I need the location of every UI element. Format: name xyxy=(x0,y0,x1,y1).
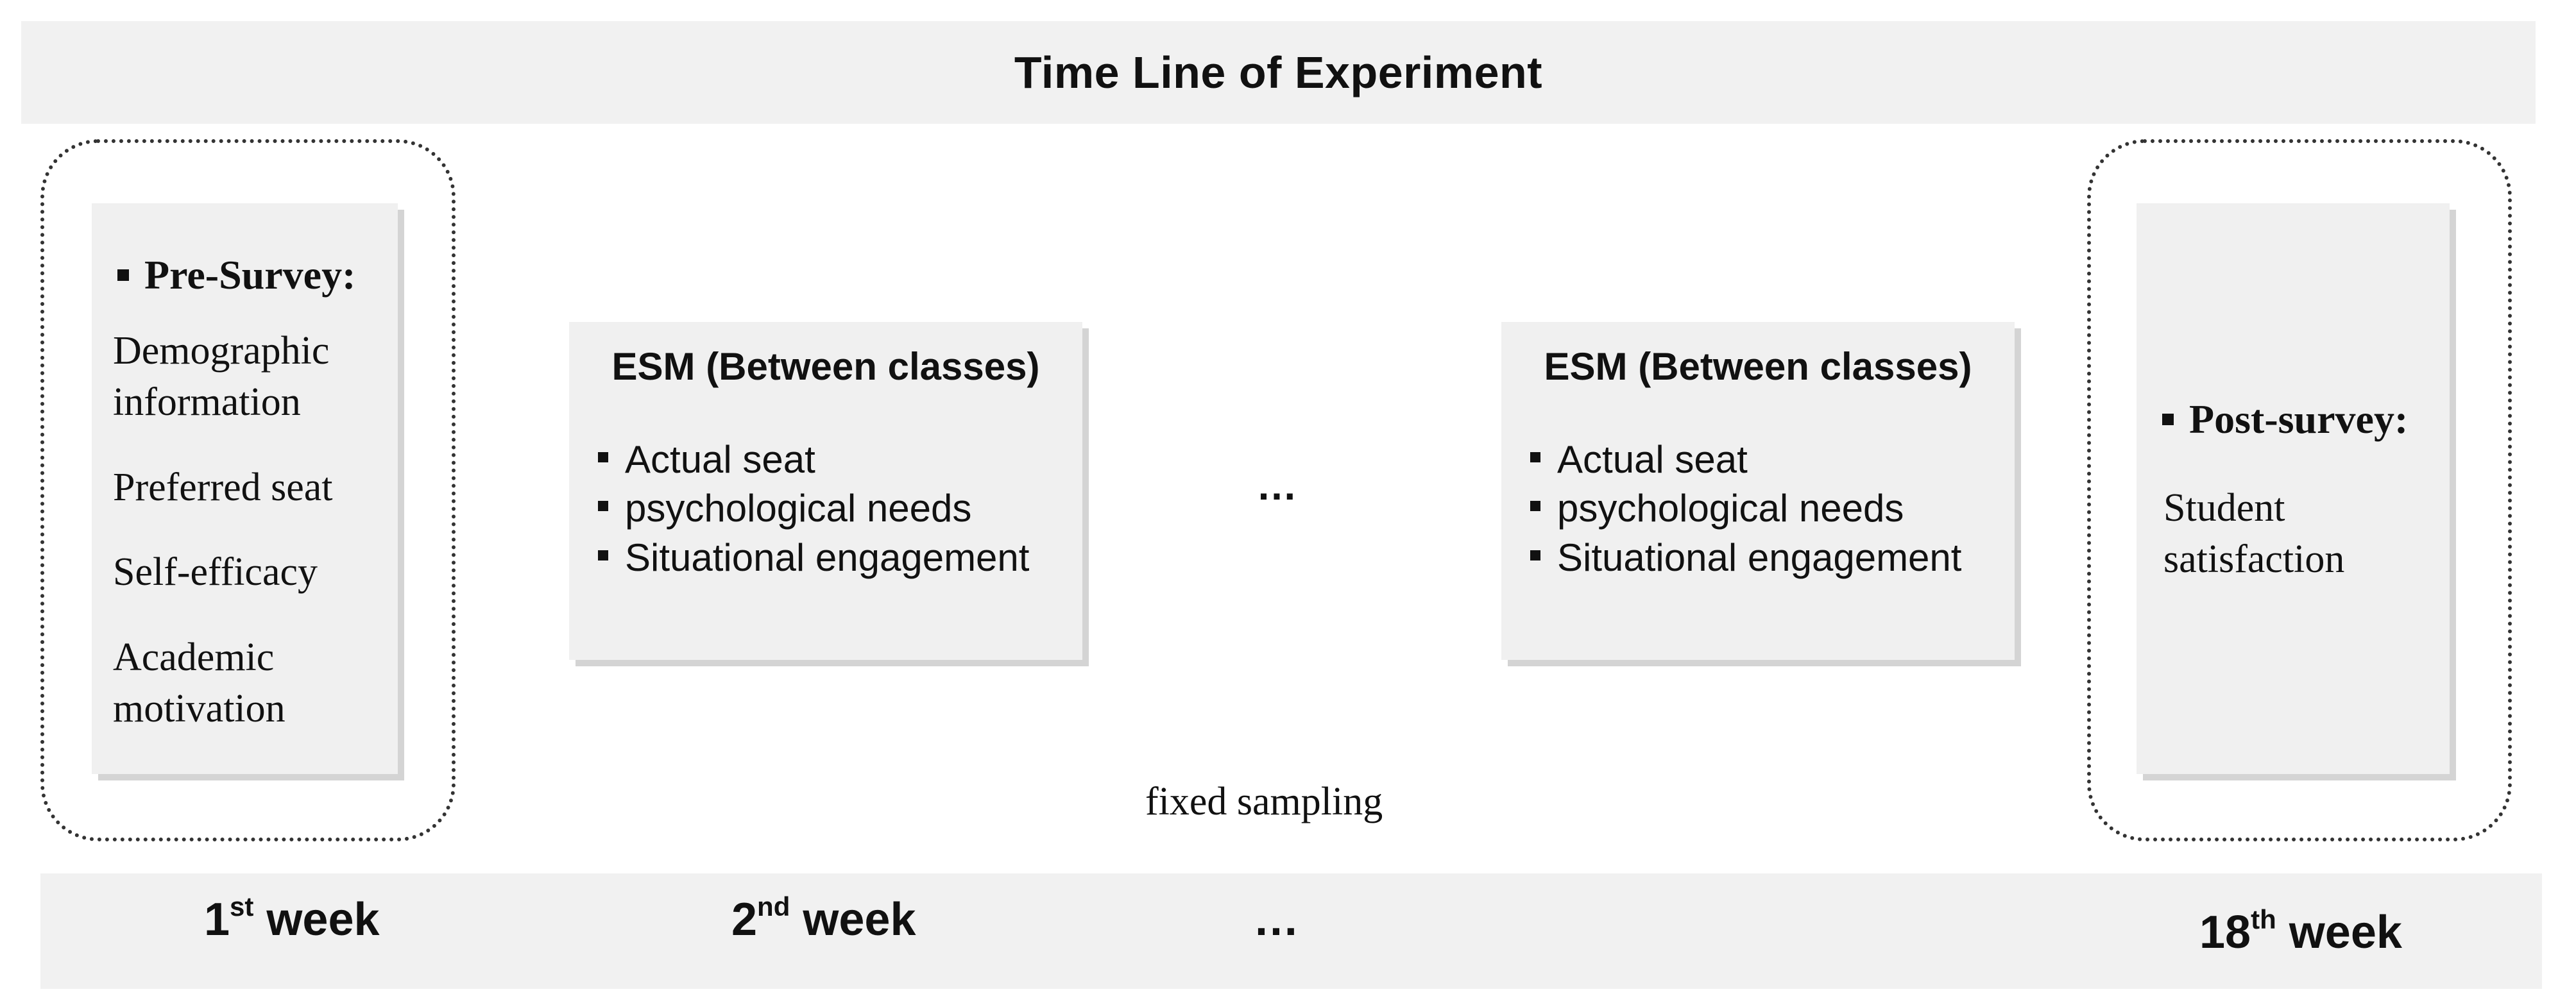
bullet-icon xyxy=(2162,414,2174,426)
fixed-sampling-label: fixed sampling xyxy=(1145,780,1383,823)
week-ellipsis: … xyxy=(1253,894,1299,945)
esm-card: ESM (Between classes) Actual seat psycho… xyxy=(1501,322,2015,660)
bullet-icon xyxy=(598,501,608,512)
post-survey-card: Post-survey: Student satisfaction xyxy=(2137,203,2450,774)
esm-item: Situational engagement xyxy=(598,535,1029,580)
pre-survey-item: Demographic xyxy=(113,329,330,373)
bullet-icon xyxy=(598,550,608,561)
esm-card: ESM (Between classes) Actual seat psycho… xyxy=(569,322,1082,660)
esm-item: psychological needs xyxy=(1530,486,1904,530)
bullet-icon xyxy=(1530,452,1540,463)
pre-survey-item: motivation xyxy=(113,687,286,730)
week-label-1: 1st week xyxy=(204,891,380,946)
bullet-icon xyxy=(1530,550,1540,561)
post-survey-item: Student xyxy=(2163,486,2285,530)
bullet-icon xyxy=(1530,501,1540,512)
bullet-icon xyxy=(117,269,129,282)
esm-item: Situational engagement xyxy=(1530,535,1961,580)
middle-ellipsis: … xyxy=(1256,462,1297,509)
week-label-2: 2nd week xyxy=(731,891,916,946)
post-survey-heading: Post-survey: xyxy=(2162,396,2408,443)
pre-survey-frame xyxy=(40,139,456,841)
post-survey-frame xyxy=(2087,139,2512,841)
esm-title: ESM (Between classes) xyxy=(611,345,1040,388)
title-band: Time Line of Experiment xyxy=(21,21,2536,124)
pre-survey-heading: Pre-Survey: xyxy=(117,251,355,299)
bullet-icon xyxy=(598,452,608,463)
esm-item: psychological needs xyxy=(598,486,971,530)
diagram-title: Time Line of Experiment xyxy=(1014,47,1543,97)
esm-item: Actual seat xyxy=(1530,437,1748,482)
pre-survey-item: Academic xyxy=(113,636,275,679)
esm-item: Actual seat xyxy=(598,437,815,482)
week-band xyxy=(40,873,2542,989)
esm-title: ESM (Between classes) xyxy=(1544,345,1972,388)
pre-survey-item: Self-efficacy xyxy=(113,550,318,594)
pre-survey-card: Pre-Survey: Demographic information Pref… xyxy=(92,203,398,774)
pre-survey-item: Preferred seat xyxy=(113,466,333,509)
post-survey-item: satisfaction xyxy=(2163,537,2345,581)
pre-survey-item: information xyxy=(113,380,301,424)
week-label-18: 18th week xyxy=(2199,904,2402,959)
